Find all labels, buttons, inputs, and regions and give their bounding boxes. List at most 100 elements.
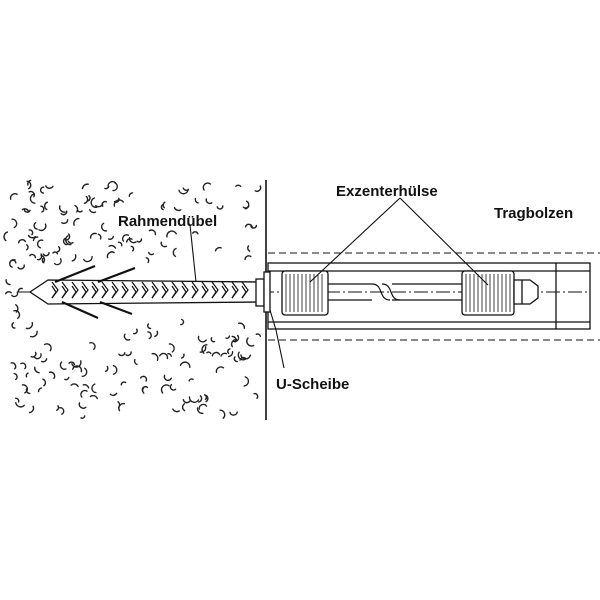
masonry-speckle xyxy=(160,204,164,211)
masonry-speckle xyxy=(201,344,208,354)
masonry-speckle xyxy=(5,291,12,295)
masonry-speckle xyxy=(202,182,212,191)
masonry-speckle xyxy=(60,210,68,216)
masonry-speckle xyxy=(61,219,69,224)
masonry-speckle xyxy=(123,333,131,341)
masonry-speckle xyxy=(11,218,18,229)
masonry-speckle xyxy=(173,206,182,212)
dowel-tooth-inner xyxy=(111,285,117,299)
masonry-speckle xyxy=(109,392,118,397)
dowel-tooth-inner xyxy=(191,285,197,299)
masonry-speckle xyxy=(255,333,262,337)
masonry-speckle xyxy=(70,383,79,388)
label-rahmenduebel: Rahmendübel xyxy=(118,213,217,230)
dowel-teeth xyxy=(51,281,249,299)
masonry-speckle xyxy=(219,409,226,419)
masonry-speckle xyxy=(211,351,221,357)
masonry-speckle xyxy=(159,352,169,360)
masonry-speckle xyxy=(40,205,45,213)
dowel-tooth-inner xyxy=(211,285,217,299)
masonry-speckle xyxy=(254,185,262,192)
masonry-speckle xyxy=(29,253,37,259)
masonry-speckle xyxy=(52,251,59,255)
masonry-speckle xyxy=(130,245,135,252)
masonry-speckle xyxy=(199,346,207,353)
masonry-speckle xyxy=(168,343,175,353)
dowel-tooth-inner xyxy=(151,285,157,299)
masonry-speckle xyxy=(244,255,252,261)
dowel-tooth-inner xyxy=(161,285,167,299)
masonry-speckle xyxy=(59,361,67,370)
dowel-tooth-inner xyxy=(51,285,57,299)
masonry-speckle xyxy=(54,258,62,266)
masonry-speckle xyxy=(101,200,107,207)
masonry-speckle xyxy=(71,254,77,262)
u-scheibe-washer xyxy=(263,271,271,313)
masonry-speckle xyxy=(160,241,168,248)
masonry-speckle xyxy=(81,367,88,378)
dowel-tooth-inner xyxy=(91,285,97,299)
masonry-speckle xyxy=(148,229,157,236)
masonry-speckle xyxy=(243,376,250,387)
label-u-scheibe: U-Scheibe xyxy=(276,376,349,393)
masonry-speckle xyxy=(41,257,45,264)
masonry-speckle xyxy=(80,415,86,419)
masonry-speckle xyxy=(233,356,238,363)
masonry-speckle xyxy=(56,405,60,411)
masonry-speckle xyxy=(30,330,38,338)
masonry-speckle xyxy=(125,351,132,357)
masonry-speckle xyxy=(40,358,48,363)
dowel-tooth-inner xyxy=(221,285,227,299)
dowel-tooth-inner xyxy=(131,285,137,299)
masonry-speckle xyxy=(89,394,98,400)
masonry-speckle xyxy=(42,378,47,387)
masonry-speckle xyxy=(82,384,90,389)
masonry-speckle xyxy=(182,399,191,404)
masonry-speckle xyxy=(192,231,199,235)
masonry-speckle xyxy=(44,343,52,352)
masonry-speckle xyxy=(133,358,138,366)
masonry-speckle xyxy=(147,323,152,330)
masonry-speckle xyxy=(166,230,177,238)
masonry-speckle xyxy=(228,351,234,358)
masonry-speckle xyxy=(101,222,108,232)
masonry-speckle xyxy=(3,231,9,242)
masonry-speckle xyxy=(48,371,56,380)
masonry-speckle xyxy=(68,361,76,366)
masonry-speckle xyxy=(64,233,71,241)
masonry-speckle xyxy=(25,372,29,378)
masonry-speckles xyxy=(3,179,262,419)
masonry-speckle xyxy=(5,279,11,286)
bore-hole-outline xyxy=(268,252,600,341)
masonry-speckle xyxy=(216,205,224,210)
masonry-speckle xyxy=(122,234,130,242)
masonry-speckle xyxy=(182,403,186,412)
leader-lines xyxy=(189,197,489,369)
masonry-speckle xyxy=(81,183,89,190)
masonry-speckle xyxy=(180,318,185,326)
masonry-speckle xyxy=(67,240,74,244)
masonry-speckle xyxy=(89,341,96,351)
masonry-speckle xyxy=(44,201,49,211)
masonry-speckle xyxy=(108,235,115,240)
masonry-speckle xyxy=(13,372,18,381)
masonry-speckle xyxy=(45,185,54,189)
knurl-right xyxy=(465,274,511,312)
masonry-speckle xyxy=(17,264,25,270)
masonry-speckle xyxy=(23,208,31,213)
masonry-speckle xyxy=(205,198,213,205)
masonry-speckle xyxy=(9,193,18,200)
masonry-speckle xyxy=(206,351,212,355)
masonry-speckle xyxy=(112,182,118,192)
dowel-tooth-inner xyxy=(201,285,207,299)
masonry-speckle xyxy=(113,199,124,207)
masonry-speckle xyxy=(117,241,123,247)
masonry-speckle xyxy=(141,386,149,392)
masonry-speckle xyxy=(33,222,38,230)
masonry-speckle xyxy=(74,204,79,213)
masonry-speckle xyxy=(10,362,17,370)
masonry-speckle xyxy=(97,233,102,240)
dowel-tooth-inner xyxy=(81,285,87,299)
masonry-speckle xyxy=(210,337,216,343)
